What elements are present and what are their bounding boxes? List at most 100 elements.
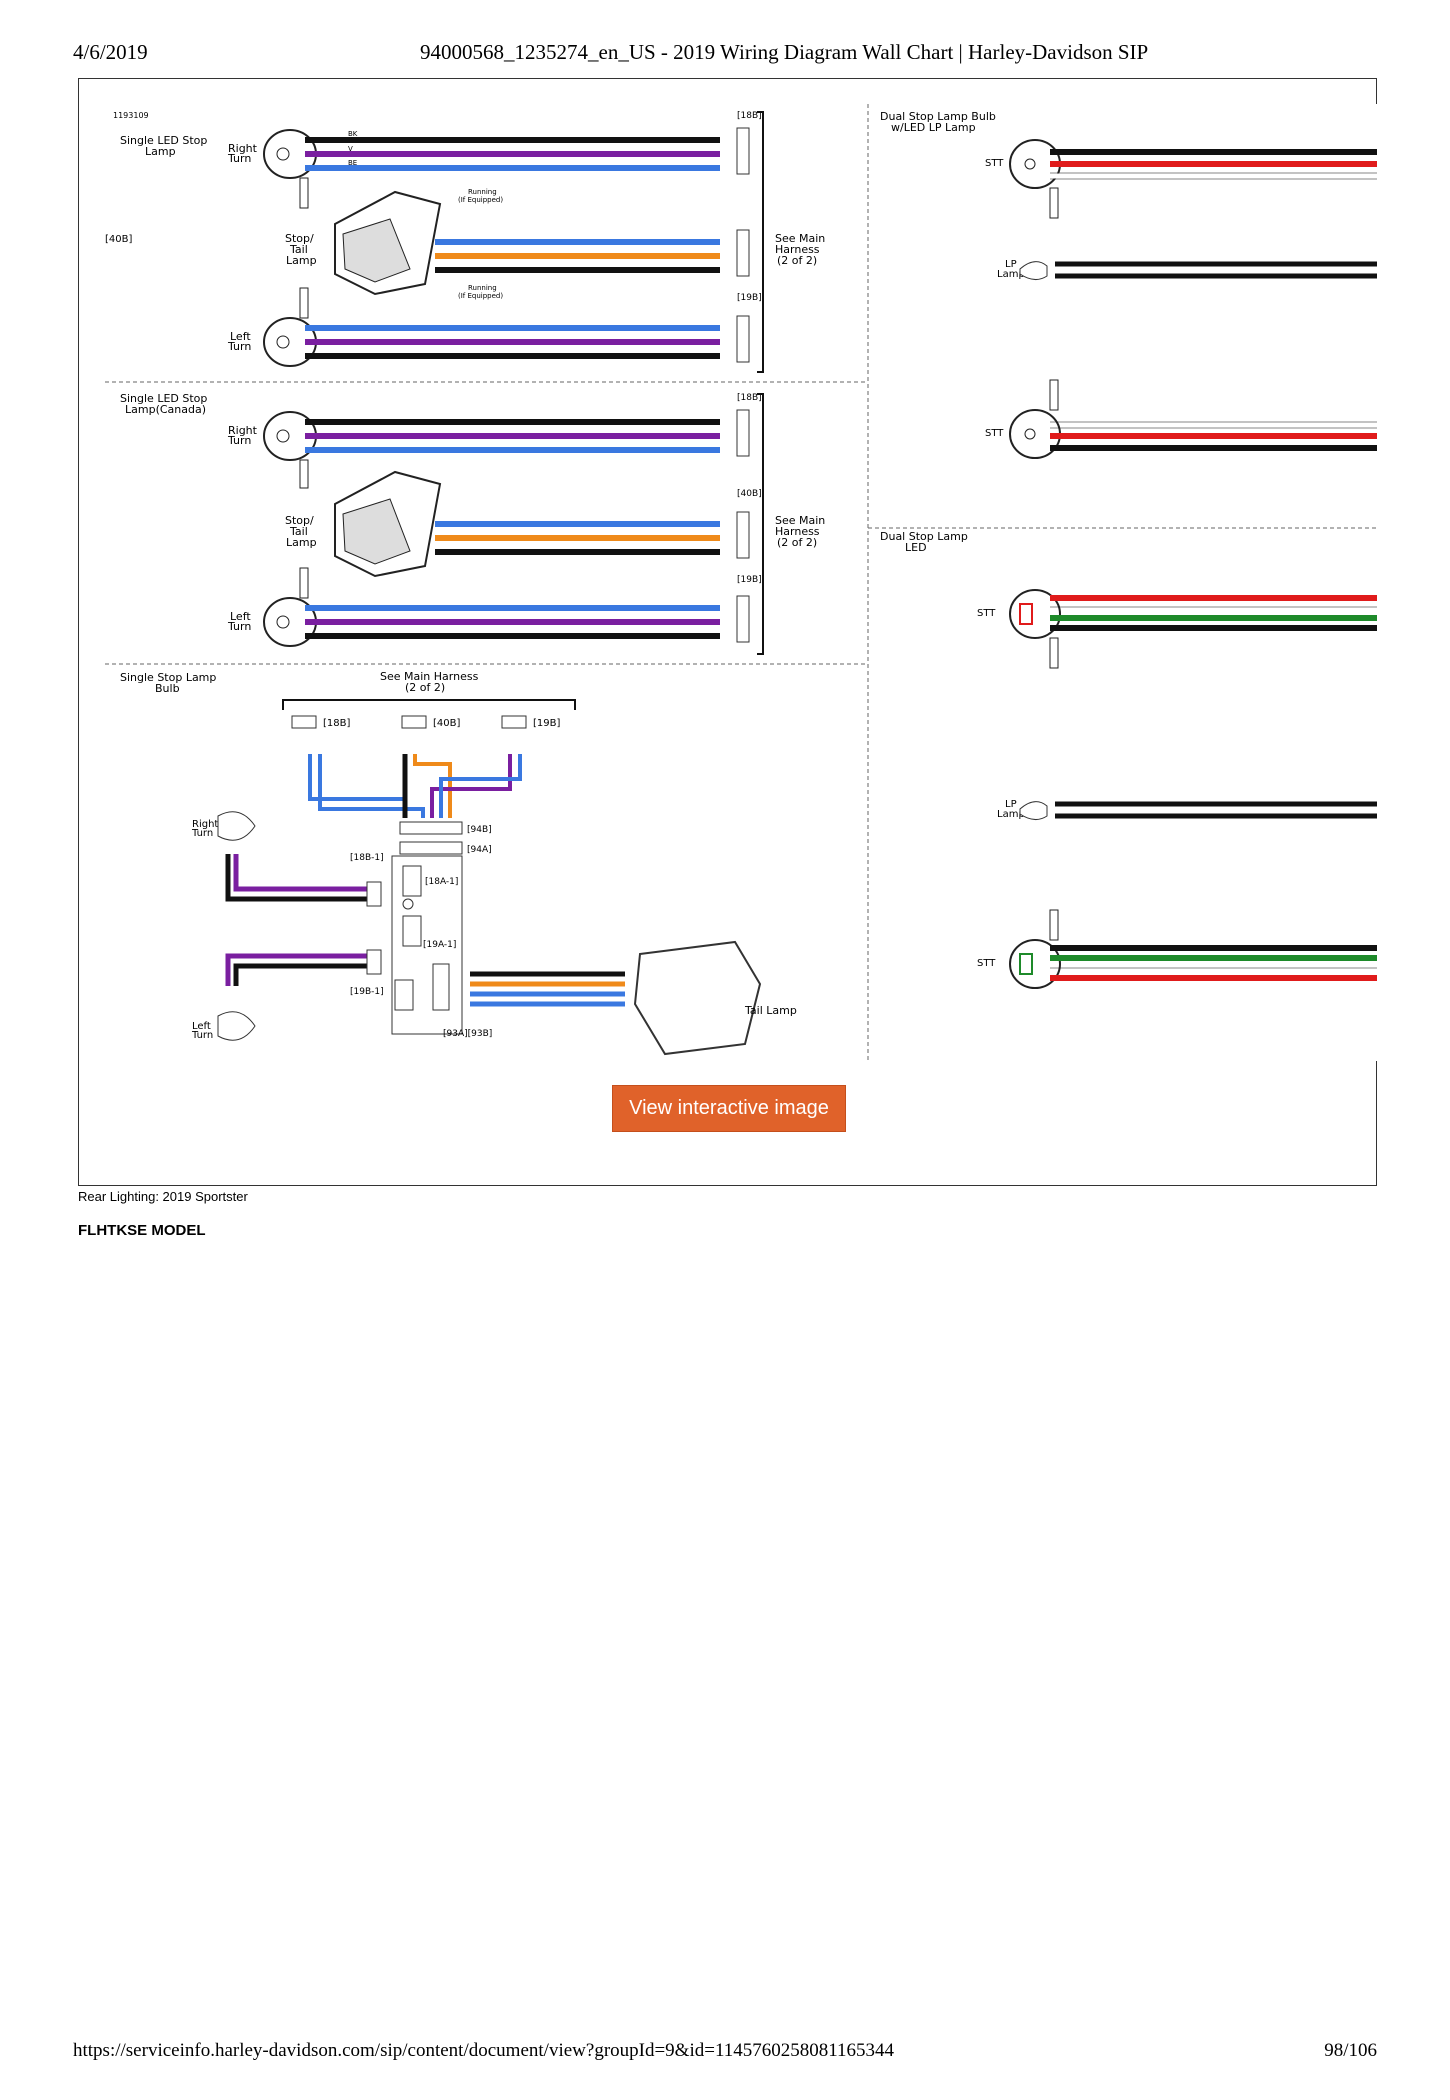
s3-tail-lamp-label: Tail Lamp: [744, 1004, 797, 1017]
s3-c94b: [94B]: [467, 825, 492, 835]
s3-c19b1: [19B-1]: [350, 987, 384, 997]
section3-title-1: Single Stop Lamp: [120, 671, 216, 684]
s2-c40b: [40B]: [737, 489, 762, 499]
s2-see-main-3: (2 of 2): [777, 536, 817, 549]
s2-right-1: Right: [228, 424, 258, 437]
connector-40b: [736, 229, 750, 277]
section2-title-1: Single LED Stop: [120, 392, 207, 405]
plug-40b: [401, 715, 427, 729]
diagram-id: 1193109: [113, 111, 149, 120]
s3-right-1: Right: [192, 819, 218, 830]
stop-tail-label-3: Lamp: [286, 254, 317, 267]
s3-left-2: Turn: [191, 1030, 213, 1041]
stt-label-3: STT: [977, 608, 996, 619]
section1-title-1: Single LED Stop: [120, 134, 207, 147]
left-turn-lamp-icon: [263, 287, 317, 367]
s3-right-2: Turn: [191, 828, 213, 839]
s3-wire: [318, 754, 425, 818]
s3-lt-wire-v: [225, 953, 367, 986]
s3-left-1: Left: [192, 1021, 211, 1032]
plug: [366, 949, 382, 975]
s1-c19b: [19B]: [737, 293, 762, 303]
connector-40b: [736, 511, 750, 559]
section1-title-2: Lamp: [145, 145, 176, 158]
header-title: 94000568_1235274_en_US - 2019 Wiring Dia…: [420, 40, 1149, 64]
running-label: Running: [468, 284, 497, 292]
s3-wire: [439, 754, 522, 818]
s2-left-1: Left: [230, 610, 251, 623]
footer-url: https://serviceinfo.harley-davidson.com/…: [73, 2040, 895, 2061]
s1-c40b: [40B]: [105, 234, 132, 245]
module-body: [391, 855, 463, 1035]
right-turn-bulb-icon: [217, 811, 256, 841]
tail-lamp-icon: [334, 190, 442, 296]
s2-stop-tail-3: Lamp: [286, 536, 317, 549]
stop-lamp-led-icon: [1009, 589, 1061, 669]
brace: [757, 111, 764, 373]
s1-left-2: Turn: [227, 340, 251, 353]
header-date: 4/6/2019: [73, 40, 148, 64]
see-main-harness: See Main Harness: [380, 670, 479, 683]
running-label: Running: [468, 188, 497, 196]
brace-top: [282, 699, 576, 710]
left-turn-bulb-icon: [217, 1011, 256, 1041]
s3-c93a93b: [93A][93B]: [443, 1029, 492, 1039]
s3-c40b: [40B]: [433, 718, 460, 729]
s1-right-2: Turn: [227, 152, 251, 165]
section2-title-2: Lamp(Canada): [125, 403, 206, 416]
connector-18b: [736, 409, 750, 457]
connector-19b: [736, 595, 750, 643]
view-interactive-image-button[interactable]: View interactive image: [612, 1085, 846, 1132]
stt-label-2: STT: [985, 428, 1004, 439]
lp-label-1: LP: [1005, 259, 1017, 270]
right-top-title-2: w/LED LP Lamp: [891, 121, 976, 134]
s3-c18b: [18B]: [323, 718, 350, 729]
see-main-3: (2 of 2): [777, 254, 817, 267]
wire-label: BE: [348, 159, 357, 167]
wire-label: V: [348, 145, 353, 153]
right-top-title-1: Dual Stop Lamp Bulb: [880, 110, 996, 123]
right-mid-title-1: Dual Stop Lamp: [880, 530, 968, 543]
left-turn-lamp-icon: [263, 567, 317, 647]
right-turn-lamp-icon: [263, 411, 317, 489]
stop-lamp-led-icon: [1009, 909, 1061, 989]
stt-label-4: STT: [977, 958, 996, 969]
running-label-2: (If Equipped): [458, 292, 503, 300]
see-main-2: Harness: [775, 243, 820, 256]
plug-19b: [501, 715, 527, 729]
see-main-1: See Main: [775, 232, 825, 245]
connector-18b: [736, 127, 750, 175]
wiring-diagram-svg: 1193109 Single LED Stop Lamp Right Turn …: [105, 104, 1377, 1061]
stop-lamp-bulb-icon: [1009, 139, 1061, 219]
wiring-diagram: 1193109 Single LED Stop Lamp Right Turn …: [105, 104, 1377, 1061]
lp-lamp-icon: [1019, 261, 1048, 280]
s3-c19a1: [19A-1]: [423, 940, 456, 950]
wire-label: BK: [348, 130, 358, 138]
s1-left-1: Left: [230, 330, 251, 343]
s2-left-2: Turn: [227, 620, 251, 633]
lp-label-3: LP: [1005, 799, 1017, 810]
s2-right-2: Turn: [227, 434, 251, 447]
s2-c18b: [18B]: [737, 393, 762, 403]
tail-lamp-icon: [633, 940, 762, 1056]
s3-c18b1: [18B-1]: [350, 853, 384, 863]
s2-stop-tail-1: Stop/: [285, 514, 314, 527]
s1-right-1: Right: [228, 142, 258, 155]
s2-c19b: [19B]: [737, 575, 762, 585]
s3-c19b: [19B]: [533, 718, 560, 729]
tail-lamp-icon: [334, 470, 442, 578]
s1-c18b: [18B]: [737, 111, 762, 121]
plug: [366, 881, 382, 907]
running-label-2: (If Equipped): [458, 196, 503, 204]
right-mid-title-2: LED: [905, 541, 927, 554]
stop-tail-label-1: Stop/: [285, 232, 314, 245]
stop-tail-label-2: Tail: [289, 243, 308, 256]
s3-wire: [430, 754, 512, 818]
plug-18b: [291, 715, 317, 729]
brace: [757, 393, 764, 655]
right-turn-lamp-icon: [263, 129, 317, 209]
s3-c94a: [94A]: [467, 845, 492, 855]
connector-94b: [399, 821, 463, 835]
s3-lt-wire-bk: [233, 963, 367, 986]
s3-c18a1: [18A-1]: [425, 877, 458, 887]
